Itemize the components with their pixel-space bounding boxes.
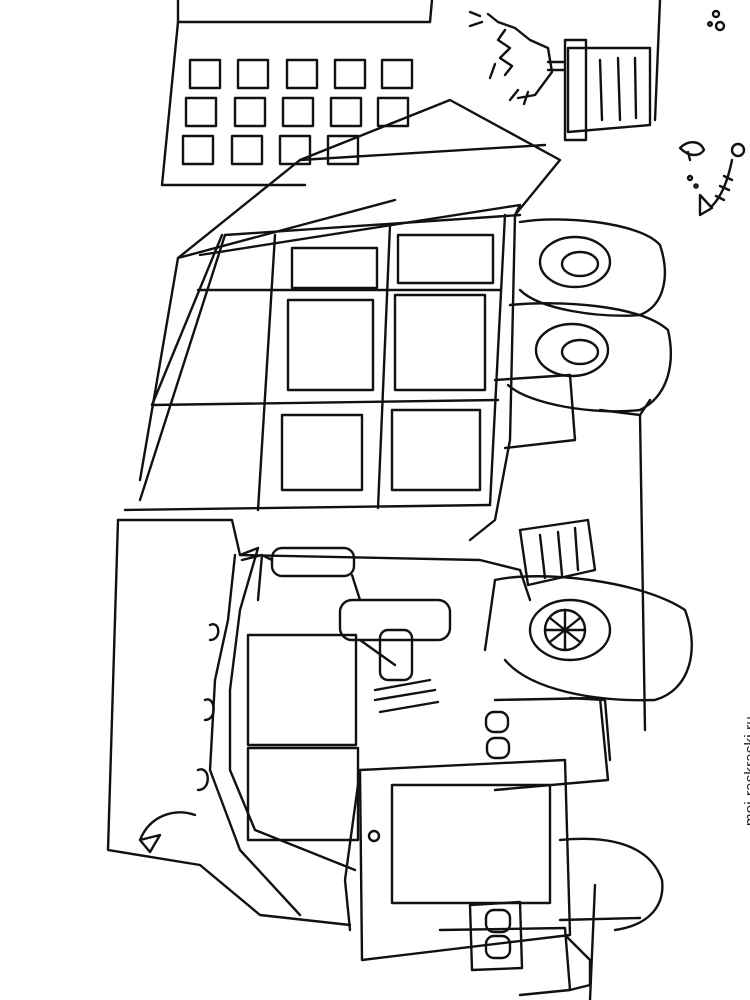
- rear-wheel-2: [508, 303, 671, 411]
- building: [162, 0, 660, 185]
- side-mirror: [242, 548, 450, 680]
- fish-skeleton: [680, 11, 744, 215]
- cab: [118, 520, 530, 600]
- headlights: [470, 902, 522, 970]
- cat: [470, 12, 552, 104]
- garbage-truck: [108, 100, 692, 1000]
- cargo-body: [140, 100, 560, 540]
- rear-wheel-1: [520, 219, 665, 315]
- front-wheel: [495, 576, 692, 700]
- site-watermark: moi-raskraski.ru: [742, 716, 750, 826]
- trash-can: [548, 40, 650, 140]
